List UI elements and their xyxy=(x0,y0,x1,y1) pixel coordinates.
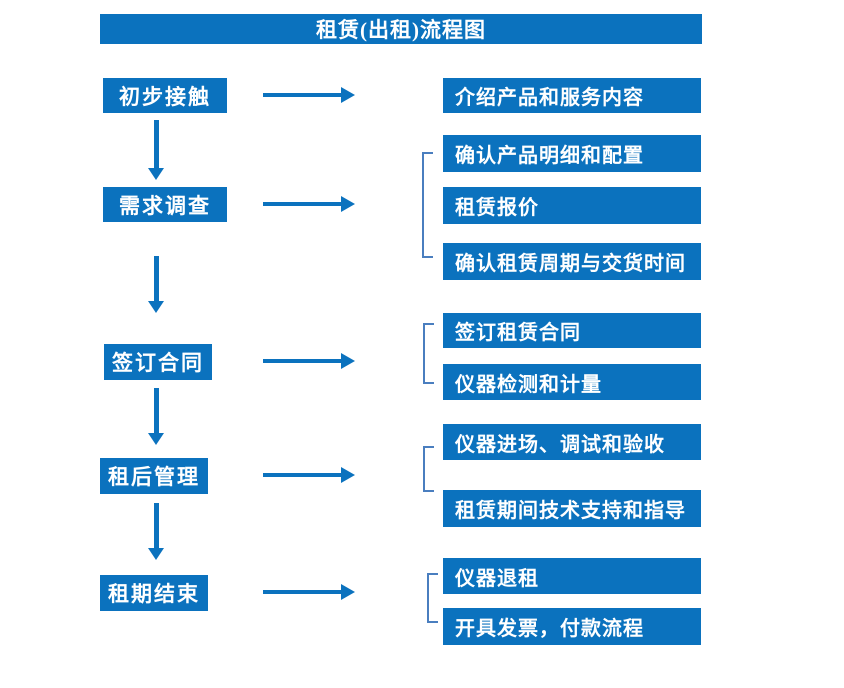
arrow-shaft xyxy=(153,388,159,433)
arrow-head xyxy=(341,584,355,600)
group-bracket-rental-end xyxy=(427,573,438,623)
flowchart-title: 租赁(出租)流程图 xyxy=(100,14,702,44)
arrow-head xyxy=(341,196,355,212)
detail-box-instrument-inspection: 仪器检测和计量 xyxy=(443,364,701,400)
detail-box-sign-rental-contract: 签订租赁合同 xyxy=(443,313,701,348)
right-arrow-post-rental xyxy=(263,467,355,483)
arrow-head xyxy=(148,433,164,445)
detail-box-confirm-period-delivery: 确认租赁周期与交货时间 xyxy=(443,243,701,280)
arrow-shaft xyxy=(263,359,341,363)
arrow-shaft xyxy=(263,93,341,97)
right-arrow-demand-survey xyxy=(263,196,355,212)
detail-box-tech-support: 租赁期间技术支持和指导 xyxy=(443,490,701,527)
arrow-shaft xyxy=(263,590,341,594)
detail-box-rental-quote: 租赁报价 xyxy=(443,187,701,224)
arrow-shaft xyxy=(263,473,341,477)
arrow-shaft xyxy=(153,503,159,548)
arrow-head xyxy=(341,353,355,369)
arrow-head xyxy=(148,301,164,313)
arrow-head xyxy=(341,87,355,103)
step-box-rental-end: 租期结束 xyxy=(100,575,208,611)
detail-box-confirm-product-config: 确认产品明细和配置 xyxy=(443,135,701,172)
right-arrow-rental-end xyxy=(263,584,355,600)
arrow-head xyxy=(148,168,164,180)
step-box-sign-contract: 签订合同 xyxy=(104,344,212,380)
group-bracket-sign-contract xyxy=(423,323,434,384)
detail-box-instrument-return: 仪器退租 xyxy=(443,558,701,594)
arrow-shaft xyxy=(263,202,341,206)
detail-box-introduce-products: 介绍产品和服务内容 xyxy=(443,78,701,113)
arrow-head xyxy=(341,467,355,483)
down-arrow-1 xyxy=(148,120,164,180)
detail-box-invoice-payment: 开具发票，付款流程 xyxy=(443,608,701,645)
down-arrow-3 xyxy=(148,388,164,445)
group-bracket-demand-survey xyxy=(422,152,433,258)
arrow-head xyxy=(148,548,164,560)
arrow-shaft xyxy=(153,120,159,168)
group-bracket-post-rental xyxy=(423,446,434,492)
step-box-initial-contact: 初步接触 xyxy=(103,78,227,113)
right-arrow-sign-contract xyxy=(263,353,355,369)
arrow-shaft xyxy=(153,256,159,301)
down-arrow-2 xyxy=(148,256,164,313)
detail-box-instrument-setup-acceptance: 仪器进场、调试和验收 xyxy=(443,424,701,460)
step-box-demand-survey: 需求调查 xyxy=(103,187,227,222)
down-arrow-4 xyxy=(148,503,164,560)
right-arrow-initial-contact xyxy=(263,87,355,103)
step-box-post-rental-management: 租后管理 xyxy=(100,458,208,494)
